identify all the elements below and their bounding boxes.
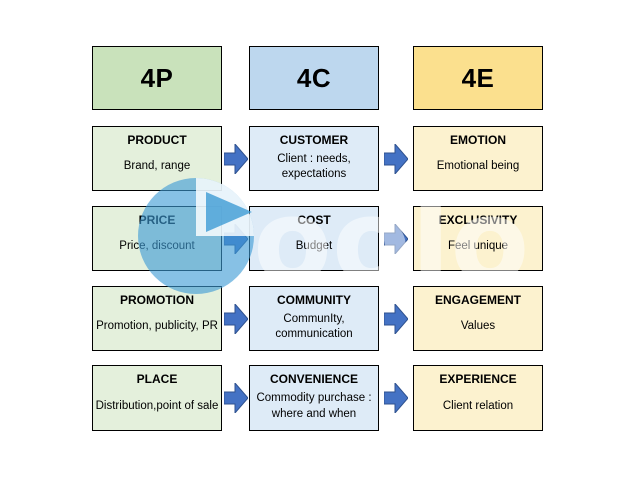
right-arrow-icon xyxy=(224,144,248,174)
box-emotion: EMOTION Emotional being xyxy=(413,126,543,191)
box-title: CUSTOMER xyxy=(279,133,349,147)
right-arrow-icon xyxy=(224,224,248,254)
box-title: EMOTION xyxy=(450,133,506,147)
header-box-4p: 4P xyxy=(92,46,222,110)
box-exclusivity: EXCLUSIVITY Feel unique xyxy=(413,206,543,271)
right-arrow-icon xyxy=(384,144,408,174)
box-body: CommunIty, communication xyxy=(275,312,353,340)
box-body: Commodity purchase : where and when xyxy=(256,392,372,420)
box-price: PRICE Price, discount xyxy=(92,206,222,271)
box-convenience: CONVENIENCE Commodity purchase : where a… xyxy=(249,365,379,431)
box-body: Client : needs, expectations xyxy=(277,152,351,180)
header-box-4c: 4C xyxy=(249,46,379,110)
box-body: Client relation xyxy=(442,399,514,412)
box-engagement: ENGAGEMENT Values xyxy=(413,286,543,351)
box-body: Promotion, publicity, PR xyxy=(96,320,218,333)
header-box-4e: 4E xyxy=(413,46,543,110)
box-body: Budget xyxy=(295,240,333,253)
box-title: ENGAGEMENT xyxy=(434,293,521,307)
right-arrow-icon xyxy=(384,224,408,254)
box-experience: EXPERIENCE Client relation xyxy=(413,365,543,431)
box-title: PLACE xyxy=(136,372,178,386)
box-title: COMMUNITY xyxy=(277,293,351,307)
box-title: PRODUCT xyxy=(127,133,187,147)
box-title: CONVENIENCE xyxy=(269,372,358,386)
box-body: Emotional being xyxy=(436,160,520,173)
box-promotion: PROMOTION Promotion, publicity, PR xyxy=(92,286,222,351)
box-body: Values xyxy=(460,320,496,333)
box-title: PRICE xyxy=(138,213,176,227)
right-arrow-icon xyxy=(224,383,248,413)
box-title: PROMOTION xyxy=(120,293,194,307)
right-arrow-icon xyxy=(224,304,248,334)
box-body: Price, discount xyxy=(119,240,195,253)
box-body: Distribution,point of sale xyxy=(95,399,219,412)
box-customer: CUSTOMER Client : needs, expectations xyxy=(249,126,379,191)
box-title: EXCLUSIVITY xyxy=(438,213,518,227)
box-product: PRODUCT Brand, range xyxy=(92,126,222,191)
box-cost: COST Budget xyxy=(249,206,379,271)
box-body: Brand, range xyxy=(123,160,191,173)
box-place: PLACE Distribution,point of sale xyxy=(92,365,222,431)
box-title: COST xyxy=(297,213,331,227)
right-arrow-icon xyxy=(384,304,408,334)
box-community: COMMUNITY CommunIty, communication xyxy=(249,286,379,351)
right-arrow-icon xyxy=(384,383,408,413)
box-body: Feel unique xyxy=(447,240,509,253)
box-title: EXPERIENCE xyxy=(439,372,517,386)
